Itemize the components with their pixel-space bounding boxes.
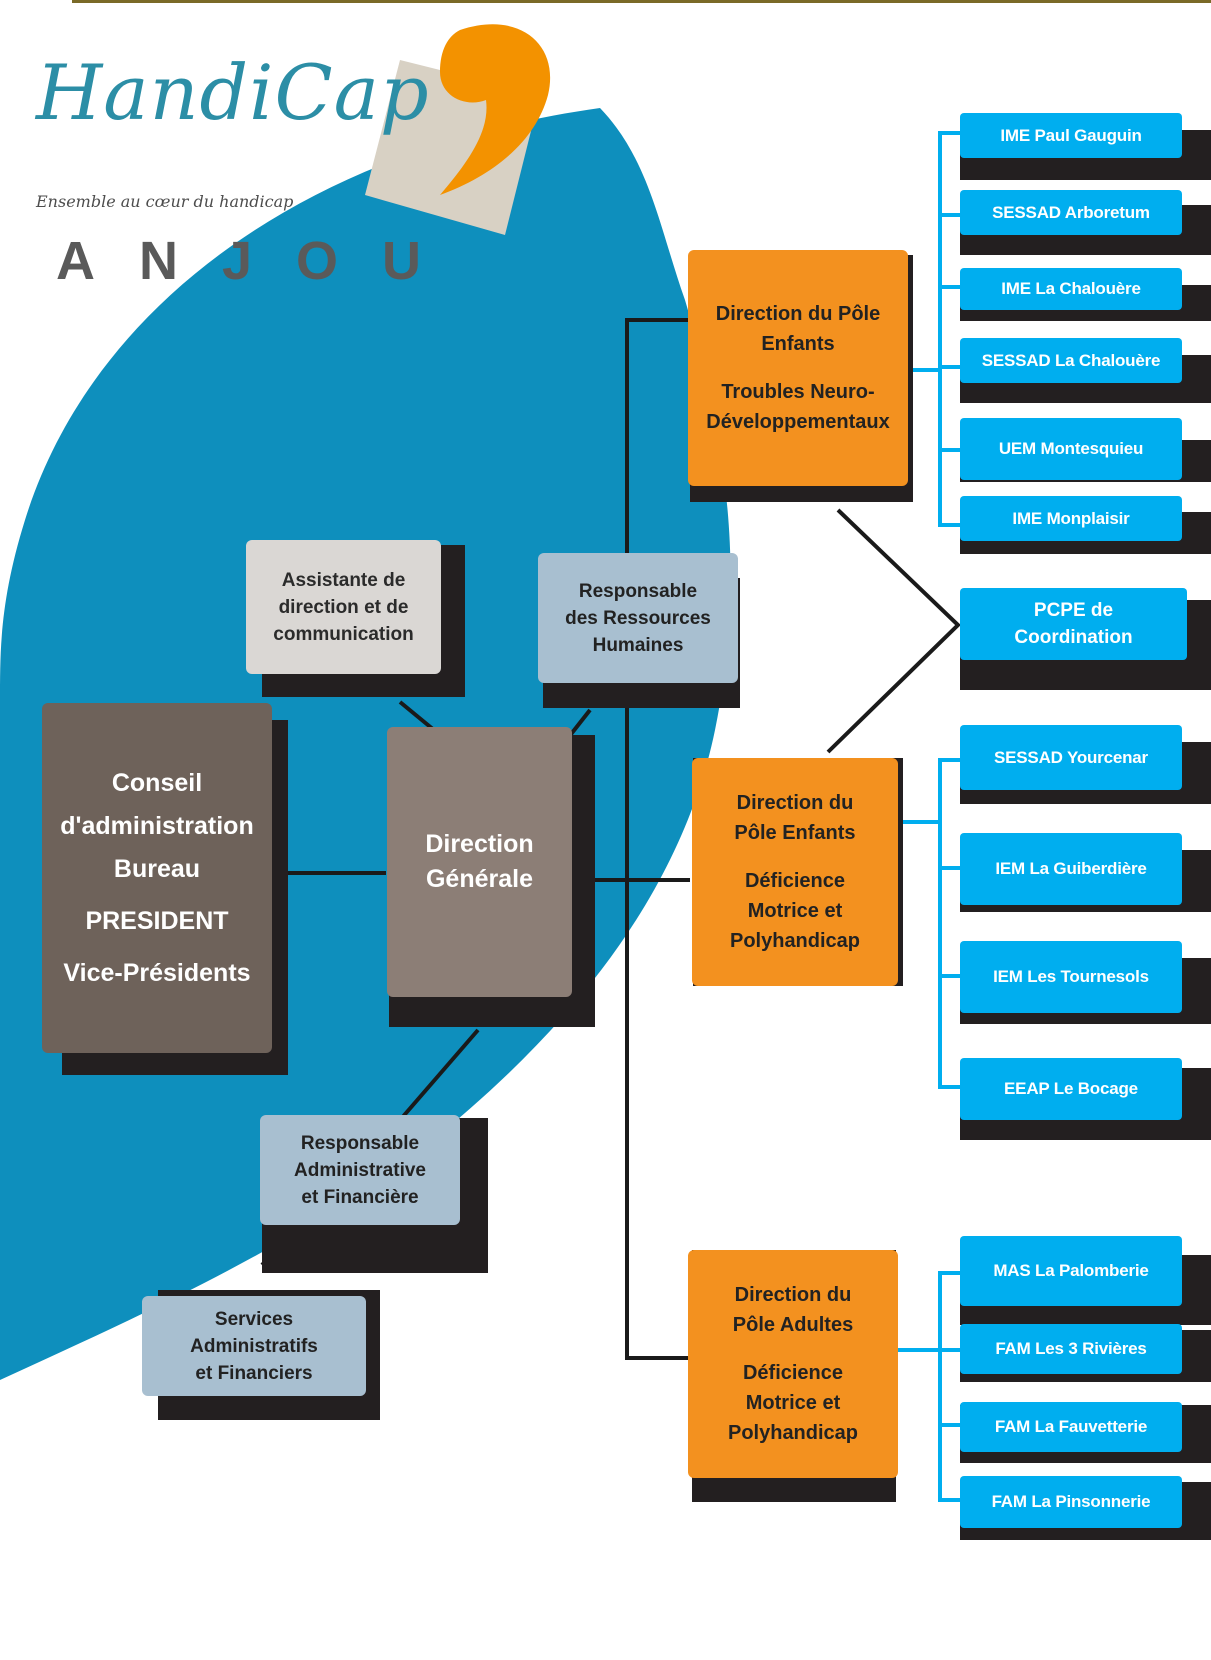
- unit-pole1-1: IME Paul Gauguin: [960, 113, 1182, 158]
- top-rule: [72, 0, 1211, 3]
- logo-region: ANJOU: [56, 231, 466, 291]
- unit-pole2-2: IEM La Guiberdière: [960, 833, 1182, 905]
- unit-pole1-2: SESSAD Arboretum: [960, 190, 1182, 235]
- pole1-line-3: Troubles Neuro-: [721, 381, 875, 403]
- unit-pole2-3: IEM Les Tournesols: [960, 941, 1182, 1013]
- services-box: Services Administratifs et Financiers: [142, 1296, 366, 1396]
- line-assistant-direction: [398, 700, 436, 732]
- unit-pole3-1: MAS La Palomberie: [960, 1236, 1182, 1306]
- bracket-pole1: [938, 131, 960, 527]
- pole3-line-2: Pôle Adultes: [732, 1314, 854, 1336]
- hr-line-2: des Ressources: [565, 607, 711, 629]
- unit-pole2-4: EEAP Le Bocage: [960, 1058, 1182, 1120]
- unit-pole1-4: SESSAD La Chalouère: [960, 338, 1182, 383]
- finance-line-2: Administrative: [294, 1159, 426, 1181]
- pole3-box: Direction du Pôle Adultes Déficience Mot…: [688, 1250, 898, 1478]
- board-line-4: PRESIDENT: [85, 907, 229, 935]
- services-line-1: Services: [214, 1308, 294, 1330]
- board-box: Conseil d'administration Bureau PRESIDEN…: [42, 703, 272, 1053]
- direction-line-1: Direction: [425, 830, 534, 858]
- board-line-2: d'administration: [60, 812, 254, 840]
- pole2-line-1: Direction du: [736, 792, 854, 814]
- unit-pole1-3: IME La Chalouère: [960, 268, 1182, 310]
- logo-tagline: Ensemble au cœur du handicap: [36, 192, 294, 211]
- line-trunk: [625, 318, 690, 1360]
- assistant-line-1: Assistante de: [281, 569, 406, 591]
- pole2-box: Direction du Pôle Enfants Déficience Mot…: [692, 758, 898, 986]
- finance-line-1: Responsable: [300, 1132, 420, 1154]
- pole2-line-2: Pôle Enfants: [734, 822, 856, 844]
- unit-pole2-1: SESSAD Yourcenar: [960, 725, 1182, 790]
- direction-line-2: Générale: [425, 865, 533, 893]
- pcpe-line-1: PCPE de: [1033, 600, 1114, 621]
- unit-pole1-6: IME Monplaisir: [960, 496, 1182, 541]
- logo-orange-comma: [440, 24, 551, 195]
- services-line-3: et Financiers: [195, 1362, 313, 1384]
- hr-line-1: Responsable: [578, 580, 698, 602]
- unit-pole1-5: UEM Montesquieu: [960, 418, 1182, 480]
- pole3-line-1: Direction du: [734, 1284, 852, 1306]
- unit-pole3-4: FAM La Pinsonnerie: [960, 1476, 1182, 1528]
- line-direction-finance: [398, 1028, 480, 1122]
- pole2-line-4: Motrice et: [747, 900, 843, 922]
- pole1-line-1: Direction du Pôle: [715, 303, 881, 325]
- assistant-line-3: communication: [273, 623, 414, 645]
- bracket-pole2: [938, 758, 960, 1089]
- logo-wordmark: HandiCap: [36, 48, 430, 137]
- assistant-line-2: direction et de: [278, 596, 409, 618]
- logo: [365, 24, 551, 235]
- finance-line-3: et Financière: [301, 1186, 419, 1208]
- pole3-line-4: Motrice et: [745, 1392, 841, 1414]
- pole3-line-3: Déficience: [742, 1362, 844, 1384]
- hr-line-3: Humaines: [592, 634, 684, 656]
- direction-box: Direction Générale: [387, 727, 572, 997]
- line-pcpe: [826, 508, 961, 754]
- board-line-3: Bureau: [113, 855, 201, 883]
- pole1-line-2: Enfants: [761, 333, 835, 355]
- unit-pole3-3: FAM La Fauvetterie: [960, 1402, 1182, 1452]
- assistant-box: Assistante de direction et de communicat…: [246, 540, 441, 674]
- unit-pole3-2: FAM Les 3 Rivières: [960, 1324, 1182, 1374]
- finance-box: Responsable Administrative et Financière: [260, 1115, 460, 1225]
- pole2-line-3: Déficience: [744, 870, 846, 892]
- services-line-2: Administratifs: [190, 1335, 318, 1357]
- pcpe-line-2: Coordination: [1014, 627, 1133, 648]
- hr-box: Responsable des Ressources Humaines: [538, 553, 738, 683]
- board-line-5: Vice-Présidents: [63, 959, 251, 987]
- pole1-box: Direction du Pôle Enfants Troubles Neuro…: [688, 250, 908, 486]
- bracket-pole3: [938, 1271, 960, 1502]
- pole3-line-5: Polyhandicap: [727, 1422, 859, 1444]
- pole1-line-4: Développementaux: [706, 411, 890, 433]
- board-line-1: Conseil: [111, 769, 203, 797]
- pole2-line-5: Polyhandicap: [729, 930, 861, 952]
- pcpe-box: PCPE de Coordination: [960, 588, 1187, 660]
